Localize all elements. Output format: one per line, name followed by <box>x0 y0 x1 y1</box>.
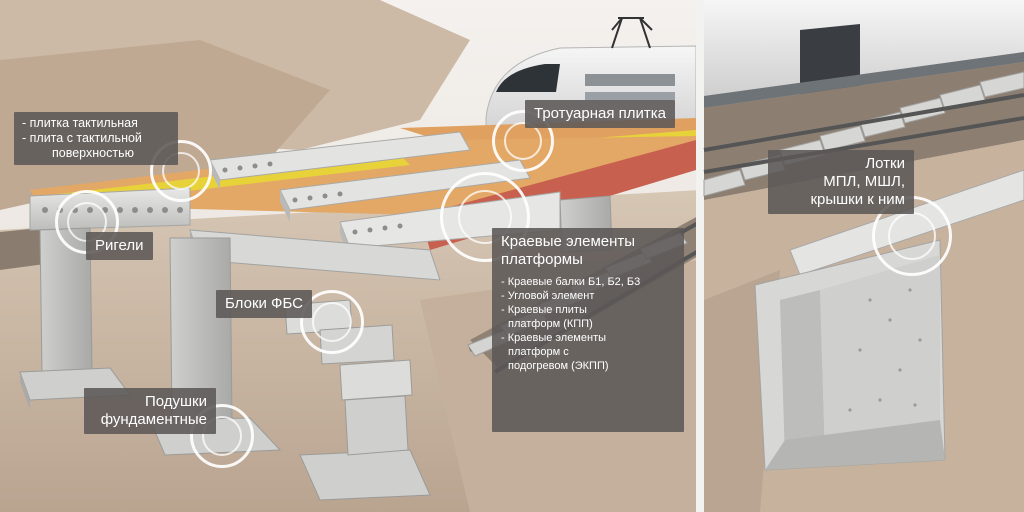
pointer-ring-fbs-inner <box>312 302 352 342</box>
pointer-ring-paving-inner <box>504 122 542 160</box>
panel-divider <box>696 0 704 512</box>
label-paving-text: Тротуарная плитка <box>534 105 667 122</box>
pointer-ring-tactile <box>150 140 212 202</box>
label-pads-line-2: фундаментные <box>100 411 207 428</box>
edge-item: - Краевые элементы <box>501 332 607 344</box>
label-tactile-line-3: поверхностью <box>52 146 134 160</box>
pointer-ring-edge <box>440 172 530 262</box>
pointer-ring-fbs <box>300 290 364 354</box>
label-edge-title-1: Краевые элементы <box>501 233 636 250</box>
label-pads-line-1: Подушки <box>144 393 207 410</box>
edge-item: платформ (КПП) <box>508 318 593 330</box>
edge-item: - Краевые балки Б1, Б2, Б3 <box>501 276 641 288</box>
label-fbs: Блоки ФБС <box>216 290 312 318</box>
edge-item: платформ с <box>508 346 569 358</box>
label-crossbars-text: Ригели <box>95 237 144 254</box>
edge-elements-list: - Краевые балки Б1, Б2, Б3 - Угловой эле… <box>501 275 675 373</box>
edge-item: - Краевые плиты <box>501 304 587 316</box>
label-edge-title-2: платформы <box>501 251 583 268</box>
pointer-ring-edge-inner <box>458 190 512 244</box>
label-edge-elements: Краевые элементы платформы - Краевые бал… <box>492 228 684 432</box>
edge-item: - Угловой элемент <box>501 290 595 302</box>
label-crossbars: Ригели <box>86 232 153 260</box>
label-fbs-text: Блоки ФБС <box>225 295 303 312</box>
label-paving: Тротуарная плитка <box>525 100 676 128</box>
label-trays: Лотки МПЛ, МШЛ, крышки к ним <box>768 150 914 214</box>
pointer-ring-trays-inner <box>888 212 936 260</box>
train-right <box>704 0 1024 96</box>
label-trays-line-2: МПЛ, МШЛ, <box>823 173 905 190</box>
pointer-ring-pads <box>190 404 254 468</box>
tray-channel <box>754 169 1024 471</box>
pointer-ring-pads-inner <box>202 416 242 456</box>
pointer-ring-tactile-inner <box>162 152 200 190</box>
label-trays-line-3: крышки к ним <box>810 191 905 208</box>
label-tactile: - плитка тактильная - плита с тактильной… <box>14 112 178 165</box>
pointer-ring-paving <box>492 110 554 172</box>
edge-item: подогревом (ЭКПП) <box>508 360 609 372</box>
label-pads: Подушки фундаментные <box>84 388 216 434</box>
right-panel <box>703 0 1024 512</box>
label-tactile-line-2: - плита с тактильной <box>22 131 142 145</box>
label-trays-line-1: Лотки <box>865 155 905 172</box>
label-tactile-line-1: - плитка тактильная <box>22 116 138 130</box>
